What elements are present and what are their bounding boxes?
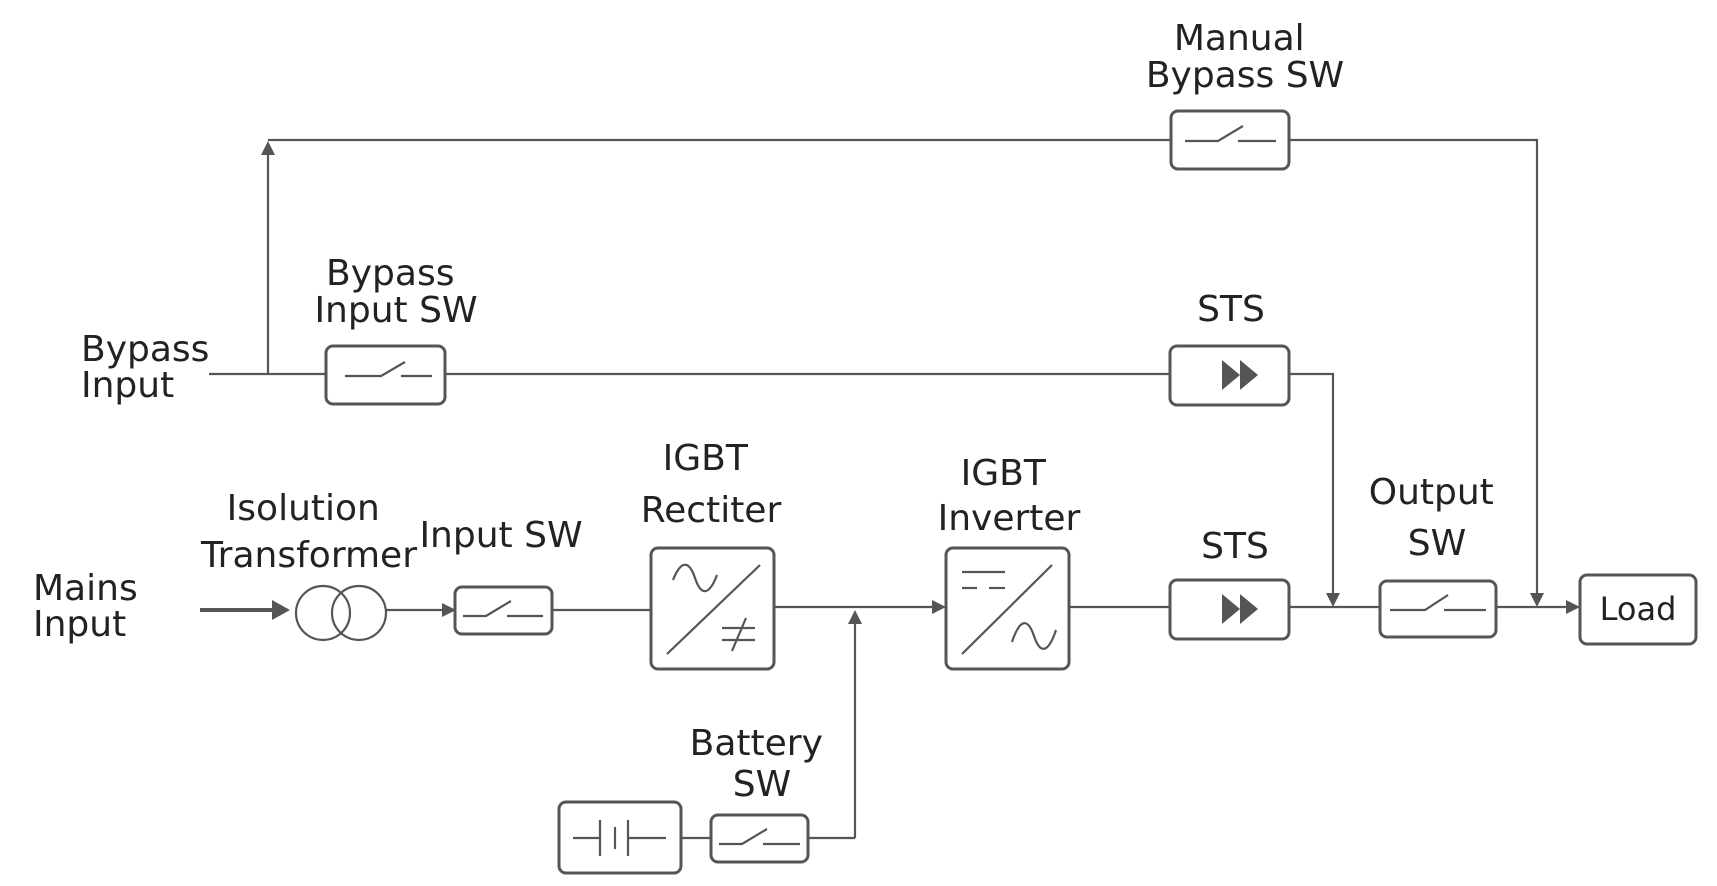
- wire-sts-bypass-to-output: [1289, 372, 1335, 597]
- battery-icon: [573, 820, 666, 856]
- mains-input-arrow-head: [272, 600, 290, 620]
- switch-icon: [719, 828, 768, 846]
- load-box: [1578, 573, 1698, 646]
- input-sw-box: [453, 585, 554, 636]
- arrow-into-input-sw: [442, 603, 456, 617]
- ac-wave-icon: [1010, 622, 1058, 650]
- bypass-input-sw-label: Bypass Input SW: [314, 253, 477, 331]
- ac-wave-icon: [671, 563, 719, 593]
- battery-sw-label: Battery SW: [690, 723, 835, 805]
- sts-thyristor-icon: [1240, 594, 1258, 624]
- igbt-inverter: IGBT Inverter: [938, 453, 1081, 671]
- igbt-rectiter: IGBT Rectiter: [641, 438, 782, 671]
- converter-diagonal-icon: [961, 564, 1053, 655]
- load: Load: [1578, 573, 1698, 646]
- switch-icon: [1185, 125, 1244, 143]
- arrow-battery-to-dc-bus: [848, 610, 862, 624]
- input-sw: Input SW: [419, 515, 583, 636]
- input-sw-label: Input SW: [419, 515, 582, 556]
- arrow-into-inverter: [932, 600, 946, 614]
- bypass-input-sw: Bypass Input SW: [314, 253, 478, 406]
- battery: [557, 800, 683, 875]
- output-sw-label: Output SW: [1369, 472, 1506, 564]
- transformer-secondary-coil-icon: [330, 584, 388, 642]
- sts-bypass-label: STS: [1197, 289, 1265, 330]
- switch-icon: [463, 600, 512, 618]
- sts-thyristor-icon: [1240, 360, 1258, 390]
- switch-icon: [1390, 594, 1449, 612]
- bypass-input: Bypass Input: [81, 329, 221, 406]
- mains-input: Mains Input: [33, 568, 290, 645]
- converter-diagonal-icon: [666, 564, 761, 655]
- bypass-input-sw-box: [324, 344, 447, 406]
- isolution-transformer: Isolution Transformer: [200, 488, 417, 642]
- manual-bypass-sw-box: [1169, 109, 1291, 171]
- igbt-rectiter-label: IGBT Rectiter: [641, 438, 782, 531]
- sts-bypass: STS: [1168, 289, 1291, 407]
- manual-bypass-sw-label: Manual Bypass SW: [1146, 18, 1344, 96]
- arrow-manual-bypass-up: [261, 141, 275, 155]
- arrow-manual-bypass-join: [1530, 593, 1544, 607]
- switch-icon: [345, 361, 406, 378]
- dc-symbol-icon: [962, 570, 1005, 590]
- sts-thyristor-icon: [1222, 594, 1240, 624]
- dc-symbol-icon: [722, 617, 755, 652]
- sts-thyristor-icon: [1222, 360, 1240, 390]
- isolution-transformer-label: Isolution Transformer: [200, 488, 417, 576]
- bypass-input-label: Bypass Input: [81, 329, 221, 406]
- battery-sw-box: [709, 813, 810, 864]
- arrow-bypass-join: [1326, 593, 1340, 607]
- manual-bypass-sw: Manual Bypass SW: [1146, 18, 1344, 171]
- igbt-inverter-label: IGBT Inverter: [938, 453, 1081, 539]
- battery-sw: Battery SW: [690, 723, 835, 864]
- transformer-primary-coil-icon: [294, 584, 352, 642]
- mains-input-label: Mains Input: [33, 568, 149, 645]
- output-sw: Output SW: [1369, 472, 1506, 639]
- wire-manual-bypass-down: [1289, 138, 1539, 597]
- sts-main-label: STS: [1201, 526, 1269, 567]
- load-label: Load: [1600, 590, 1677, 628]
- output-sw-box: [1378, 579, 1498, 639]
- battery-box: [557, 800, 683, 875]
- sts-main: STS: [1168, 526, 1291, 641]
- arrow-into-load: [1566, 600, 1580, 614]
- wiring: [209, 138, 1580, 840]
